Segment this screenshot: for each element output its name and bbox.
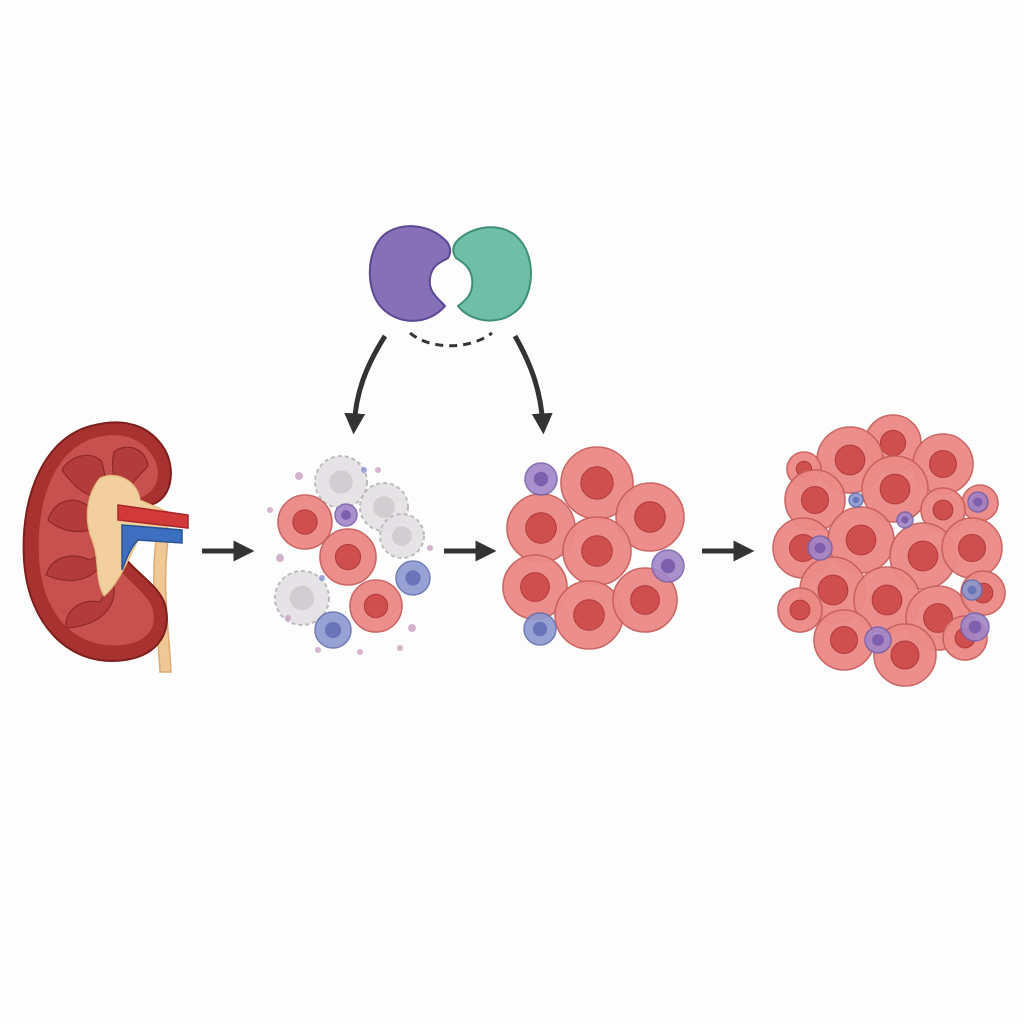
tumor-cell (853, 566, 921, 634)
immune-cell-purple (960, 612, 990, 642)
dying-cell (274, 570, 330, 626)
tumor-cell (784, 469, 846, 531)
dying-cell (314, 455, 368, 509)
immune-cell-purple (334, 503, 358, 527)
dying-cell (379, 513, 425, 559)
debris-purple (315, 647, 321, 653)
tumor-cell (777, 587, 823, 633)
cell-aggregate-icon (502, 446, 685, 650)
tumor-cell (861, 455, 929, 523)
kidney-icon (22, 421, 189, 673)
arrow-down-left (344, 334, 388, 435)
immune-cell-purple (807, 535, 833, 561)
tumor-cell (560, 446, 634, 520)
debris-purple (397, 645, 403, 651)
tumor-cell (941, 517, 1003, 579)
immune-cell-purple (896, 511, 914, 529)
tumor-mass-icon (772, 414, 1006, 687)
immune-cell-blue (961, 579, 983, 601)
protein-subunit-left (369, 225, 452, 322)
tumor-cell (615, 482, 685, 552)
immune-cell-blue (848, 492, 864, 508)
immune-cell-purple (524, 462, 558, 496)
tumor-cell (319, 528, 377, 586)
immune-cell-blue (523, 612, 557, 646)
tumor-cell (277, 494, 333, 550)
debris-pink (375, 467, 381, 473)
arrows (202, 334, 755, 562)
tumor-cell (920, 487, 966, 533)
protein-complex-icon (369, 225, 532, 348)
debris-pink (285, 615, 291, 621)
protein-subunit-right (452, 226, 532, 322)
debris-purple (295, 472, 303, 480)
debris-pink (427, 545, 433, 551)
tumor-cell (349, 579, 403, 633)
immune-cell-blue (395, 560, 431, 596)
renal-vein (121, 524, 183, 571)
tumor-cell (813, 609, 875, 671)
tumor-cell (612, 567, 678, 633)
dissociated-cells-icon (267, 455, 433, 655)
immune-cell-purple (967, 491, 989, 513)
debris-pink (267, 507, 273, 513)
tumor-cell (554, 580, 624, 650)
debris-purple (276, 554, 284, 562)
immune-cell-purple (651, 549, 685, 583)
tumor-cell (562, 516, 632, 586)
debris-blue (319, 575, 325, 581)
immune-cell-purple (864, 626, 892, 654)
debris-blue (361, 467, 367, 473)
renal-artery (117, 504, 189, 529)
protein-dissociation-line (409, 331, 493, 348)
arrow-down-right (512, 334, 553, 435)
debris-purple (408, 624, 416, 632)
immune-cell-blue (314, 611, 352, 649)
debris-pink (357, 649, 363, 655)
